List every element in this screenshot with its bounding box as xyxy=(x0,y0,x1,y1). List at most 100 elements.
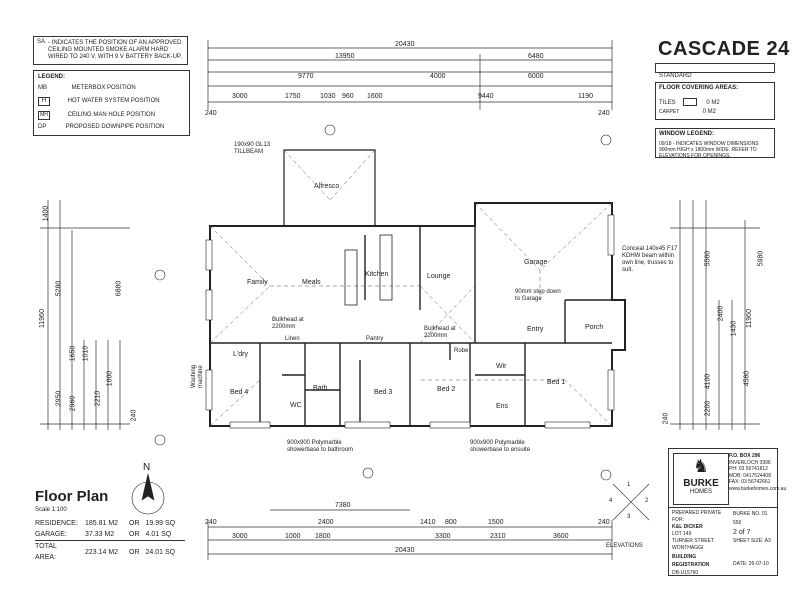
dim-right-240: 240 xyxy=(662,412,670,425)
dim-bottom-240-right: 240 xyxy=(598,519,610,526)
area-sq: 24.01 SQ xyxy=(145,548,176,556)
prepared-label: PREPARED PRIVATE FOR: xyxy=(672,510,722,523)
dim-top-240-right: 240 xyxy=(598,110,610,117)
tiles-row: TILES 0 M2 xyxy=(659,98,720,107)
area-row-residence: RESIDENCE: 185.81 M2 OR 19.99 SQ xyxy=(35,518,185,529)
registration-title: BUILDING REGISTRATION xyxy=(672,554,710,568)
registration: BUILDING REGISTRATION DB-U15760 xyxy=(672,553,732,577)
client-lot: LOT 149 xyxy=(672,531,692,537)
dim-bottom-overall: 20430 xyxy=(395,547,415,554)
company-mobile: MOB: 0417524408 xyxy=(729,472,771,479)
dim-top-4000: 4000 xyxy=(430,73,446,80)
carpet-value: 0 M2 xyxy=(702,109,717,115)
dim-top-1030: 1030 xyxy=(320,93,336,100)
smoke-alarm-text: - INDICATES THE POSITION OF AN APPROVED … xyxy=(48,40,182,60)
dim-left-6880: 6880 xyxy=(115,280,123,297)
dim-bottom-3600: 3600 xyxy=(553,533,569,540)
dim-top-1750: 1750 xyxy=(285,93,301,100)
area-sq: 4.01 SQ xyxy=(145,531,172,538)
dim-bottom-1800: 1800 xyxy=(315,533,331,540)
dim-right-11960: 11960 xyxy=(745,309,753,328)
elevations-key: 1 2 3 4 xyxy=(605,480,655,540)
area-label: TOTAL AREA: xyxy=(35,543,57,561)
room-alfresco: Alfresco xyxy=(314,183,340,190)
area-m2: 223.14 M2 xyxy=(85,548,119,556)
room-meals: Meals xyxy=(302,279,321,286)
dim-left-11960: 11960 xyxy=(38,309,46,328)
sheet-number: 2 of 7 xyxy=(733,529,751,536)
dim-right-4580: 4580 xyxy=(743,370,751,387)
job-details: BURKE NO. 01 556 2 of 7 SHEET SIZE: A3 xyxy=(733,510,777,546)
dim-bottom-3000: 3000 xyxy=(232,533,248,540)
dim-left-1010: 1010 xyxy=(82,345,90,362)
dim-right-5560: 5560 xyxy=(704,250,712,267)
dim-bottom-7380: 7380 xyxy=(335,502,351,509)
dim-bottom-1410: 1410 xyxy=(420,519,436,526)
note-washing: Washing machine xyxy=(191,364,204,388)
floor-covering-title: FLOOR COVERING AREAS: xyxy=(659,85,739,91)
legend-label: CEILING MAN HOLE POSITION xyxy=(67,112,156,118)
dim-top-13950: 13950 xyxy=(335,53,355,60)
dim-top-1600: 1600 xyxy=(367,93,383,100)
project-subtitle: STANDARD xyxy=(659,73,692,79)
room-family: Family xyxy=(247,279,268,286)
elevations-label: ELEVATIONS xyxy=(606,543,643,549)
dim-top-overall: 20430 xyxy=(395,41,415,48)
dim-left-2210: 2210 xyxy=(94,390,102,407)
dim-top-6000: 6000 xyxy=(528,73,544,80)
dim-top-3000: 3000 xyxy=(232,93,248,100)
room-wir: Wir xyxy=(496,363,507,370)
client-street: TURNER STREET xyxy=(672,538,714,544)
room-bed-2: Bed 2 xyxy=(437,386,456,393)
dim-bottom-1500: 1500 xyxy=(488,519,504,526)
tiles-swatch xyxy=(682,98,697,106)
note-tillbeam: 190x90 GL13 TILLBEAM xyxy=(234,142,271,155)
company-web: www.burkehomes.com.au xyxy=(729,485,787,492)
note-bulkhead-1: Bulkhead at 2200mm xyxy=(272,317,304,330)
window-legend-text: 09/18 - INDICATES WINDOW DIMENSIONS 900m… xyxy=(659,141,759,159)
room-kitchen: Kitchen xyxy=(365,271,389,278)
smoke-alarm-note: SA - INDICATES THE POSITION OF AN APPROV… xyxy=(33,36,188,65)
note-kdhw-beam: Conceal 140x45 F17 KDHW beam within own … xyxy=(622,246,678,273)
manhole-symbol: MH xyxy=(38,111,50,120)
note-shower-ensuite: 900x900 Polymarble showerbase to ensuite xyxy=(470,440,531,453)
dim-bottom-800: 800 xyxy=(445,519,457,526)
company-po: P.O. BOX 296 xyxy=(729,453,761,459)
title-block-divider xyxy=(669,507,777,508)
area-m2: 37.33 M2 xyxy=(85,531,115,538)
area-sq: 19.99 SQ xyxy=(145,520,176,527)
project-subtitle-box: STANDARD xyxy=(655,63,775,79)
room-lounge: Lounge xyxy=(427,273,451,280)
room-ensuite: Ens xyxy=(496,403,509,410)
room-bed-1: Bed 1 xyxy=(547,379,566,386)
window-legend-title: WINDOW LEGEND: xyxy=(659,131,714,137)
dim-bottom-2400: 2400 xyxy=(318,519,334,526)
legend-item-meterbox: MB METERBOX POSITION xyxy=(38,85,136,92)
area-or: OR xyxy=(129,531,140,538)
dim-bottom-240-left: 240 xyxy=(205,519,217,526)
room-entry: Entry xyxy=(527,326,544,333)
company-contact: P.O. BOX 296 INVERLOCH 3996 PH: 03 56741… xyxy=(729,453,787,492)
legend-box: LEGEND: MB METERBOX POSITION H HOT WATER… xyxy=(33,70,190,136)
dim-left-5280: 5280 xyxy=(55,280,63,297)
brand-name: BURKE xyxy=(683,478,719,489)
window-legend-box: WINDOW LEGEND: 09/18 - INDICATES WINDOW … xyxy=(655,128,775,159)
floor-covering-box: FLOOR COVERING AREAS: TILES 0 M2 CARPET … xyxy=(655,82,775,120)
brand-sub: HOMES xyxy=(689,489,712,495)
room-laundry: L'dry xyxy=(233,351,248,358)
title-block: ♞ BURKE HOMES P.O. BOX 296 INVERLOCH 399… xyxy=(668,448,787,577)
room-linen: Linen xyxy=(285,336,300,342)
tiles-label: TILES xyxy=(659,99,676,106)
dim-right-2400: 2400 xyxy=(717,305,725,322)
smoke-alarm-icon: SA xyxy=(37,39,46,45)
legend-label: HOT WATER SYSTEM POSITION xyxy=(67,98,160,104)
area-or: OR xyxy=(129,520,140,527)
client-suburb: WONTHAGGI xyxy=(672,545,704,551)
registration-number: DB-U15760 xyxy=(672,570,699,576)
dim-right-1430: 1430 xyxy=(730,320,738,337)
dim-left-2950: 2950 xyxy=(55,390,63,407)
job-number: BURKE NO. 01 556 xyxy=(733,511,768,526)
legend-label: METERBOX POSITION xyxy=(71,85,136,91)
room-wc: WC xyxy=(290,402,302,409)
company-phone: PH: 03 56741812 xyxy=(729,466,768,472)
